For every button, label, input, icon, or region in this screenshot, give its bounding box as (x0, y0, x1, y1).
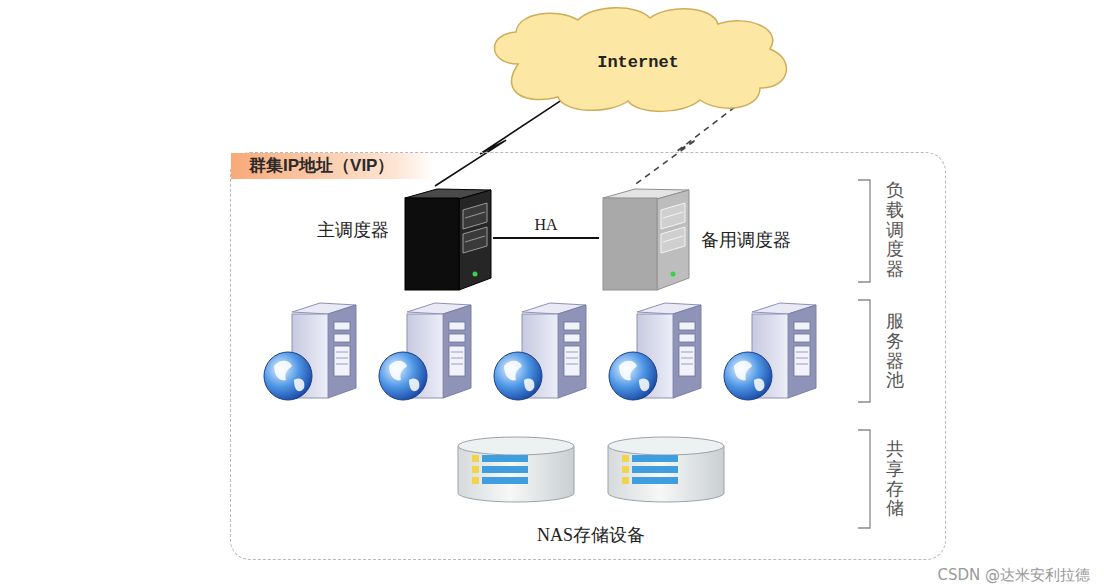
backup-scheduler: 备用调度器 (599, 186, 811, 296)
node-label: 主调度器 (317, 218, 389, 242)
server-icon (599, 186, 691, 294)
tier-label: 负载调度器 (886, 181, 904, 280)
region-heading: 群集IP地址（VIP） (231, 153, 434, 179)
node-label: 备用调度器 (701, 228, 791, 252)
bracket (858, 180, 870, 528)
watermark: CSDN @达米安利拉德 (937, 566, 1090, 585)
cloud-label: Internet (597, 53, 679, 72)
network-link (633, 100, 744, 186)
edge-label: HA (531, 216, 560, 234)
nas-disks (446, 433, 736, 513)
cluster-region: 主调度器 备用调度器 NAS存储设备 群集IP地址（VIP） (230, 152, 946, 560)
tier-label: 服务器池 (886, 312, 904, 391)
network-link (435, 100, 561, 186)
internet-cloud: Internet (478, 4, 798, 116)
primary-scheduler: 主调度器 (299, 186, 493, 294)
tier-label: 共享存储 (886, 440, 904, 519)
server-icon (401, 186, 493, 294)
nas-storage: NAS存储设备 (446, 433, 736, 549)
node-label: NAS存储设备 (537, 523, 645, 547)
ha-link (493, 237, 599, 239)
